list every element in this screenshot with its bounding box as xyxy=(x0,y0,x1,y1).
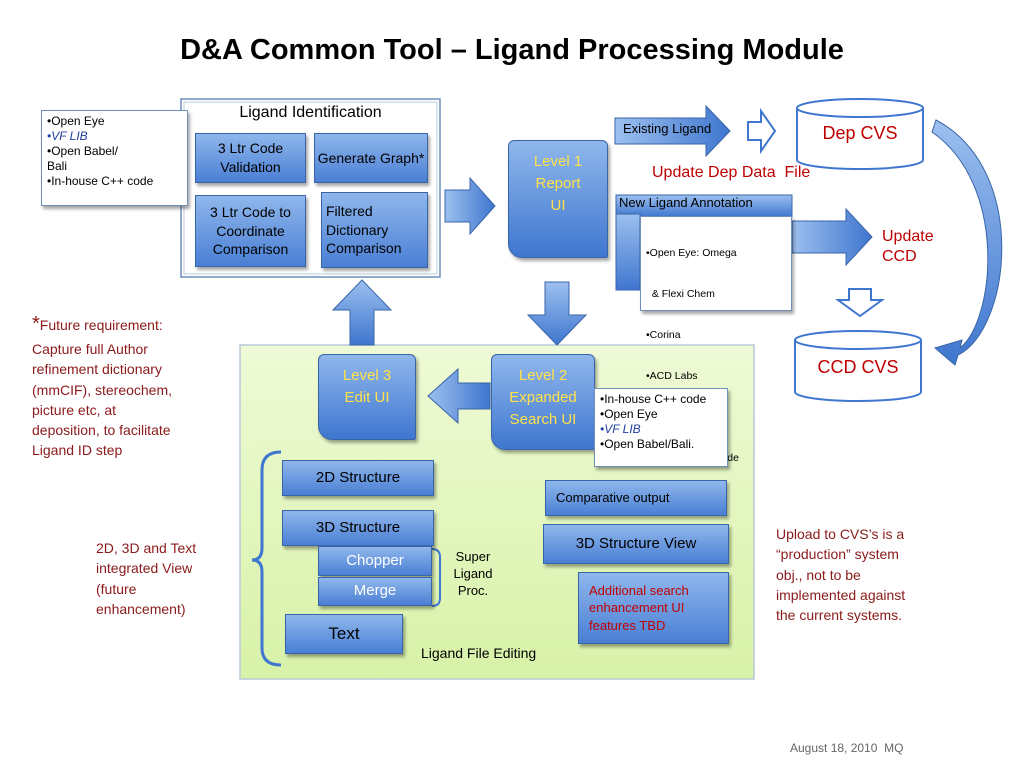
generate-graph-box: Generate Graph* xyxy=(314,133,428,183)
filtered-dictionary-box: Filtered Dictionary Comparison xyxy=(321,192,428,268)
footer-date: August 18, 2010 MQ xyxy=(790,741,904,755)
level1-report-ui: Level 1 Report UI xyxy=(508,140,608,258)
update-dep-data-file-label: Update Dep Data File xyxy=(652,164,811,181)
tools-note-3: •In-house C++ code •Open Eye •VF LIB •Op… xyxy=(594,388,728,467)
structure-view-3d-box: 3D Structure View xyxy=(543,524,729,564)
outline-arrow-ccd-cvs xyxy=(834,288,886,318)
comparative-output-box: Comparative output xyxy=(545,480,727,516)
ltr-code-coordinate-box: 3 Ltr Code to Coordinate Comparison xyxy=(195,195,306,267)
future-requirement-note: *Future requirement: Capture full Author… xyxy=(32,313,173,459)
super-ligand-proc-label: Super Ligand Proc. xyxy=(453,549,493,598)
ccd-cvs-label: CCD CVS xyxy=(817,357,899,377)
level2-expanded-search-ui: Level 2 Expanded Search UI xyxy=(491,354,595,450)
ltr-code-validation-box: 3 Ltr Code Validation xyxy=(195,133,306,183)
new-ligand-annotation-label: New Ligand Annotation xyxy=(619,195,753,210)
integrated-view-note: 2D, 3D and Text integrated View (future … xyxy=(96,540,197,617)
tools-note-1: •Open Eye •VF LIB •Open Babel/ Bali •In-… xyxy=(41,110,188,206)
tools-note-2: •Open Eye: Omega & Flexi Chem •Corina •A… xyxy=(640,216,792,464)
ccd-cvs-cylinder xyxy=(794,330,922,402)
dep-cvs-label: Dep CVS xyxy=(822,123,898,143)
merge-box: Merge xyxy=(318,577,432,606)
additional-search-box: Additional search enhancement UI feature… xyxy=(578,572,729,644)
text-box: Text xyxy=(285,614,403,654)
level3-edit-ui: Level 3 Edit UI xyxy=(318,354,416,440)
arrow-down-to-level2 xyxy=(526,281,588,346)
structure-3d-box: 3D Structure xyxy=(282,510,434,546)
arrow-new-ligand-annotation xyxy=(615,194,793,218)
arrow-level2-to-level3 xyxy=(427,367,491,425)
dep-cvs-cylinder xyxy=(796,98,924,170)
upload-note: Upload to CVS’s is a “production” system… xyxy=(776,526,906,624)
structure-2d-box: 2D Structure xyxy=(282,460,434,496)
ligand-file-editing-label: Ligand File Editing xyxy=(421,645,537,661)
page-title: D&A Common Tool – Ligand Processing Modu… xyxy=(180,34,844,66)
outline-arrow-dep-cvs xyxy=(747,107,777,155)
update-ccd-label: Update CCD xyxy=(882,228,934,265)
curved-arrow xyxy=(931,119,1003,366)
existing-ligand-label: Existing Ligand xyxy=(623,121,712,136)
chopper-box: Chopper xyxy=(318,546,432,576)
super-ligand-bracket xyxy=(431,548,441,607)
ligand-identification-header: Ligand Identification xyxy=(239,104,382,121)
curly-brace xyxy=(251,450,282,667)
arrow-to-level1 xyxy=(444,176,496,236)
arrow-existing-ligand xyxy=(614,104,731,158)
arrow-up-to-ligand-id xyxy=(331,279,393,346)
